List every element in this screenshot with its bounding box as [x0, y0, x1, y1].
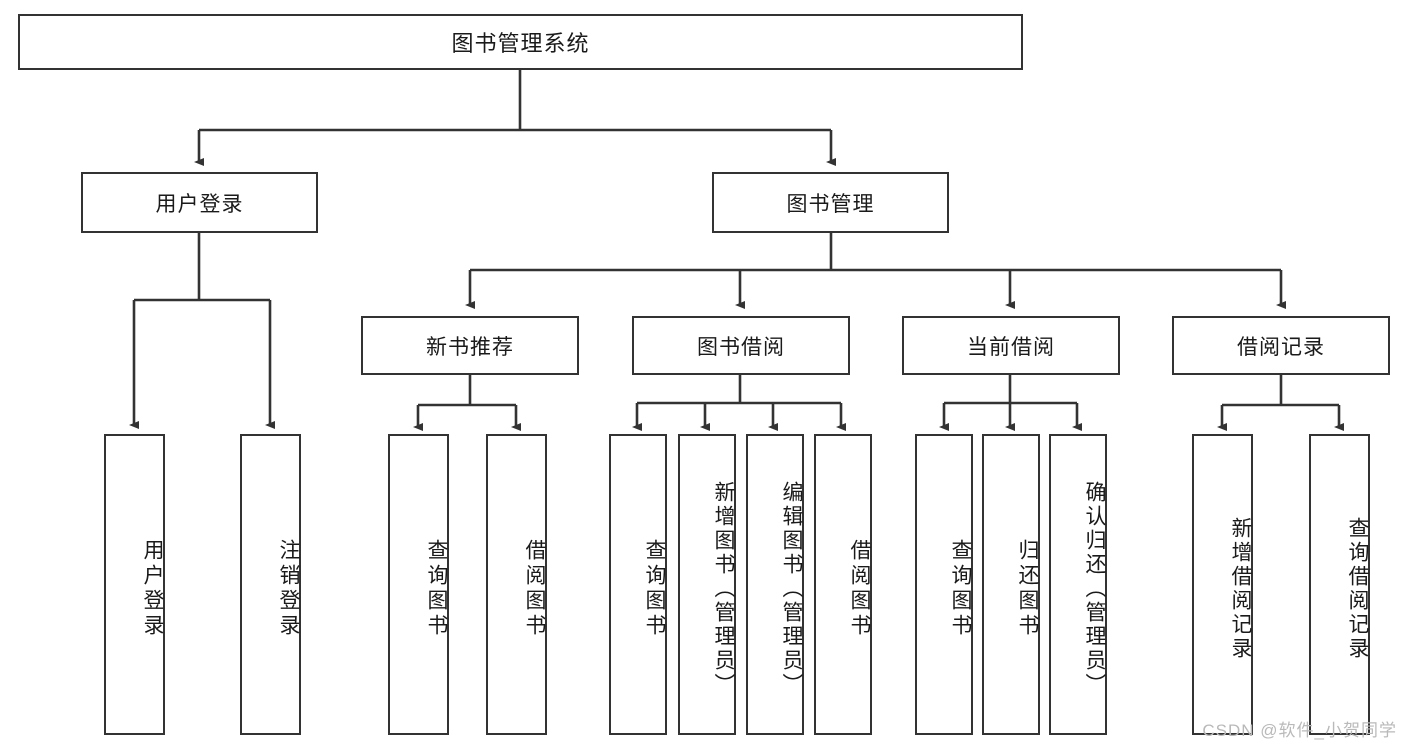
node-book-manage[interactable]: 图书管理 [712, 172, 949, 233]
node-label: 注销登录 [277, 538, 300, 639]
node-label: 借阅图书 [848, 538, 871, 639]
leaf-borrow-book[interactable]: 借阅图书 [814, 434, 872, 735]
leaf-confirm-return-admin[interactable]: 确认归还（管理员） [1049, 434, 1107, 735]
node-label: 用户登录 [141, 538, 164, 639]
node-label: 新书推荐 [426, 335, 514, 359]
leaf-query-book-borrow[interactable]: 查询图书 [609, 434, 667, 735]
node-user-login[interactable]: 用户登录 [81, 172, 318, 233]
leaf-return-book[interactable]: 归还图书 [982, 434, 1040, 735]
node-label: 当前借阅 [967, 335, 1055, 359]
node-label: 查询图书 [643, 538, 666, 639]
node-label: 编辑图书（管理员） [780, 480, 803, 697]
leaf-add-borrow-record[interactable]: 新增借阅记录 [1192, 434, 1253, 735]
node-label: 图书管理 [786, 192, 875, 216]
leaf-query-book-current[interactable]: 查询图书 [915, 434, 973, 735]
node-label: 归还图书 [1016, 538, 1039, 639]
leaf-user-login[interactable]: 用户登录 [104, 434, 165, 735]
node-label: 查询图书 [949, 538, 972, 639]
leaf-logout-login[interactable]: 注销登录 [240, 434, 301, 735]
node-current-borrow[interactable]: 当前借阅 [902, 316, 1120, 375]
node-borrow-record[interactable]: 借阅记录 [1172, 316, 1390, 375]
node-root-system[interactable]: 图书管理系统 [18, 14, 1023, 70]
node-label: 查询图书 [425, 538, 448, 639]
node-label: 确认归还（管理员） [1083, 480, 1106, 697]
node-book-borrow[interactable]: 图书借阅 [632, 316, 850, 375]
leaf-edit-book-admin[interactable]: 编辑图书（管理员） [746, 434, 804, 735]
node-label: 新增图书（管理员） [712, 480, 735, 697]
node-label: 图书借阅 [697, 335, 785, 359]
node-new-book-recommend[interactable]: 新书推荐 [361, 316, 579, 375]
node-label: 借阅记录 [1237, 335, 1325, 359]
leaf-borrow-book-recommend[interactable]: 借阅图书 [486, 434, 547, 735]
node-label: 查询借阅记录 [1346, 516, 1369, 661]
node-label: 借阅图书 [523, 538, 546, 639]
leaf-add-book-admin[interactable]: 新增图书（管理员） [678, 434, 736, 735]
leaf-query-borrow-record[interactable]: 查询借阅记录 [1309, 434, 1370, 735]
node-label: 图书管理系统 [451, 31, 590, 56]
leaf-query-book-recommend[interactable]: 查询图书 [388, 434, 449, 735]
node-label: 用户登录 [155, 192, 244, 216]
node-label: 新增借阅记录 [1229, 516, 1252, 661]
